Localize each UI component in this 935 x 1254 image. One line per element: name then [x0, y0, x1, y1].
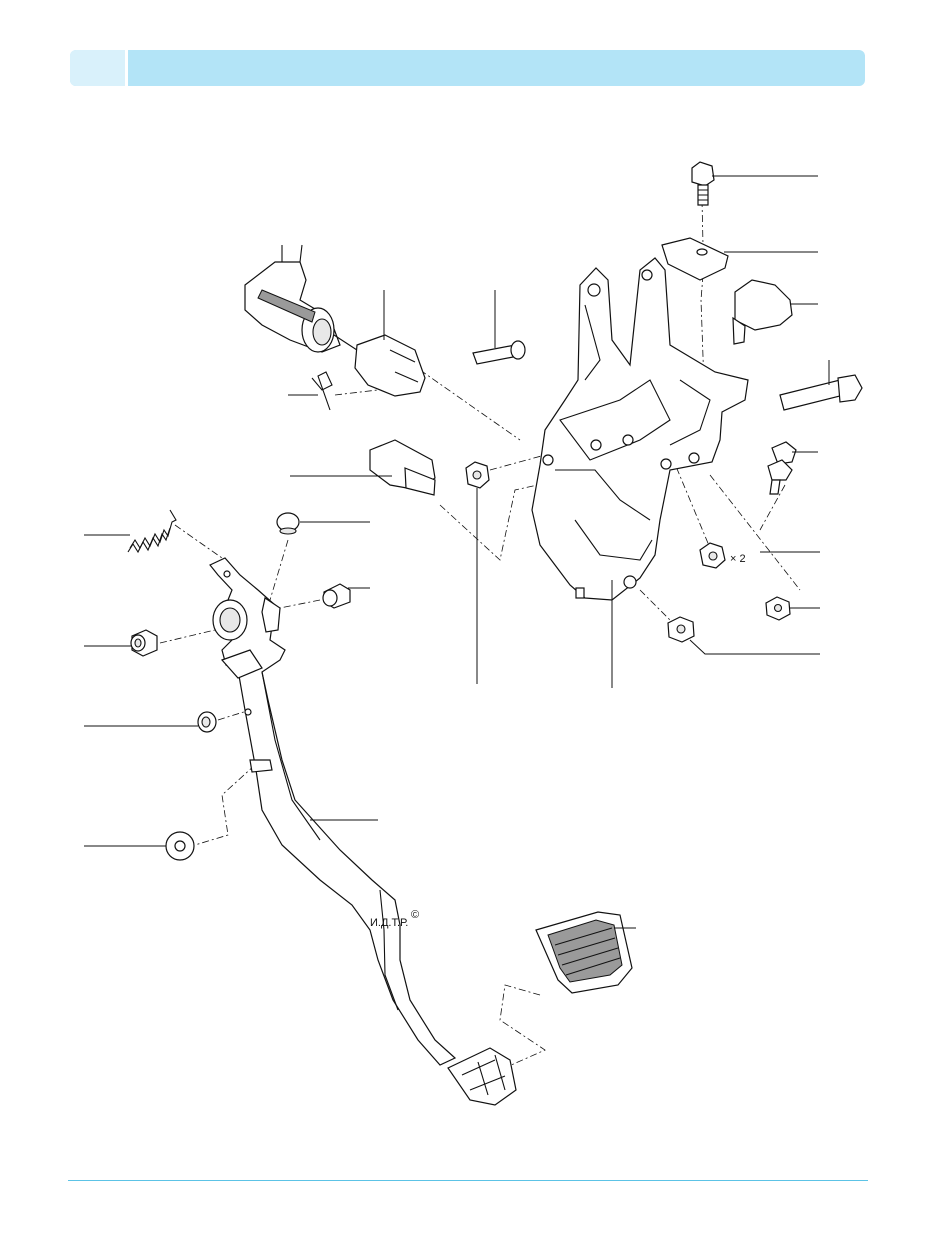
watermark-text: И.Д.Т.Р. [370, 917, 408, 929]
retaining-clip [288, 371, 333, 411]
pedal-switch [290, 439, 436, 496]
nut-x2: × 2 [699, 542, 820, 569]
pedal-pad [535, 911, 636, 994]
stud-bolt [767, 441, 818, 495]
bushing-right [322, 583, 370, 609]
flange-nut-center [465, 461, 490, 684]
washer [84, 831, 195, 861]
hex-nut-lower [667, 616, 820, 655]
clutch-pedal-arm [209, 557, 517, 1106]
footer-line [68, 1180, 868, 1181]
stop-lamp-switch [732, 279, 818, 345]
pedal-bracket [531, 257, 749, 688]
bushing-left [84, 629, 158, 657]
copyright-mark: © [411, 909, 419, 921]
header-tab [70, 50, 128, 86]
header-bar [70, 50, 865, 86]
master-cylinder [244, 244, 361, 353]
cushion [84, 711, 217, 733]
pedal-stopper [276, 512, 370, 535]
clevis [354, 290, 426, 397]
qty-label: × 2 [730, 553, 746, 565]
top-bolt [691, 161, 818, 206]
hex-nut-right [765, 596, 820, 621]
return-spring [84, 509, 177, 554]
clevis-pin [472, 290, 526, 365]
clip-nut [661, 237, 818, 281]
pivot-bolt [779, 360, 863, 411]
